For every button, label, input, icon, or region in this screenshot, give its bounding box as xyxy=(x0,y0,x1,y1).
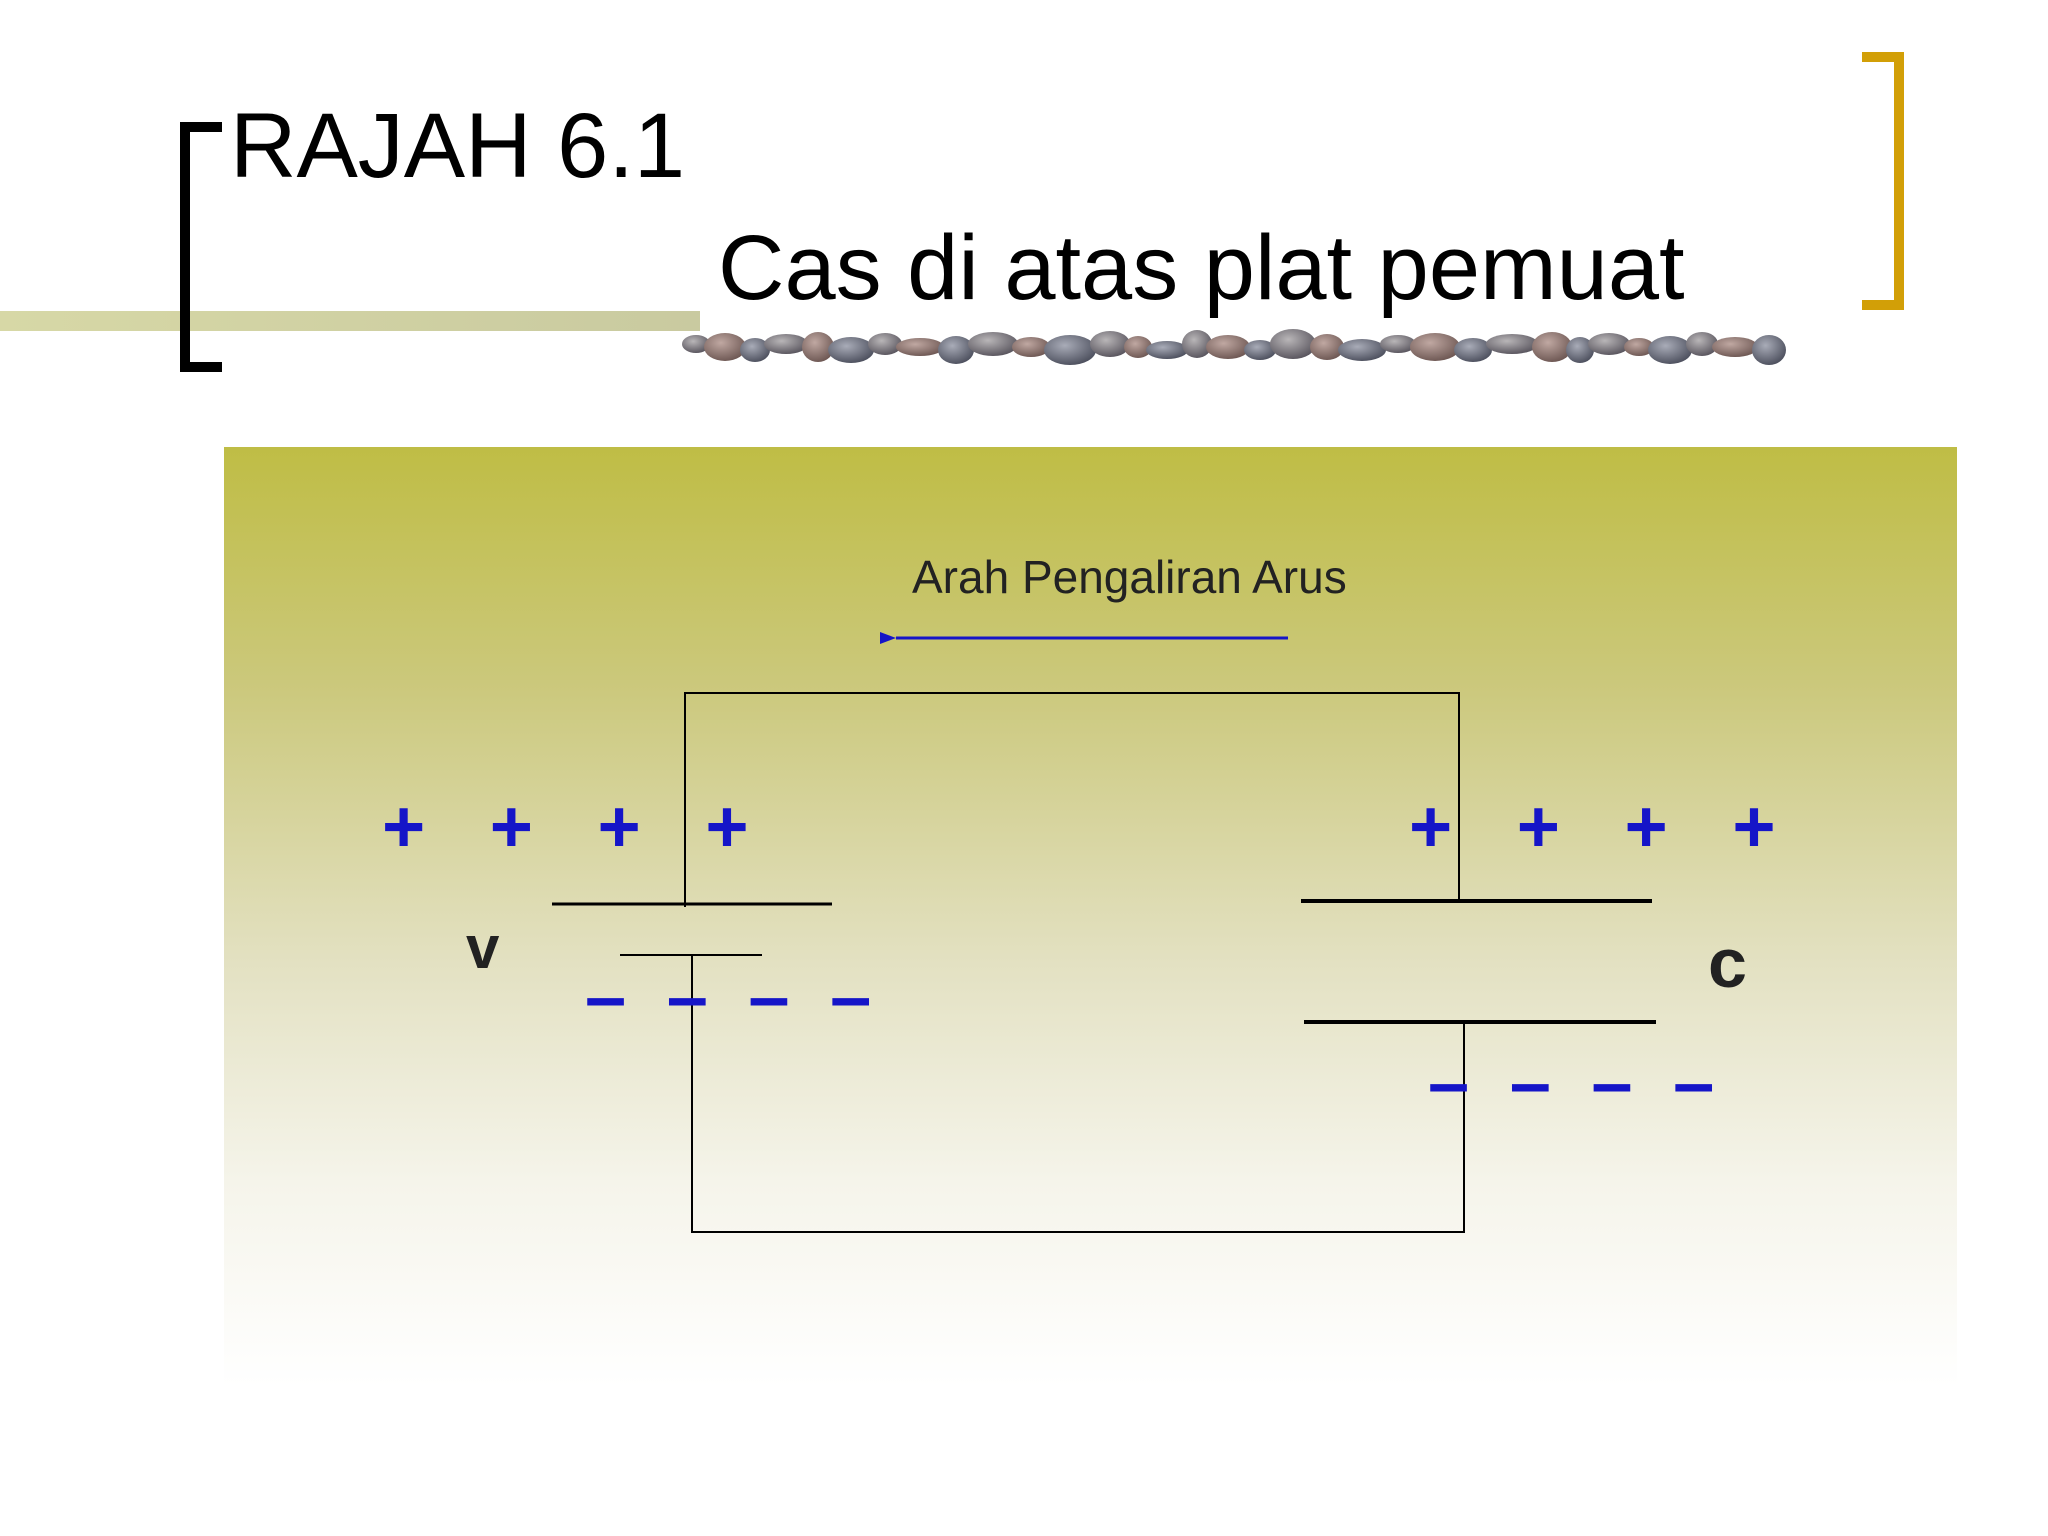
pebble xyxy=(1624,338,1654,356)
pebble xyxy=(1012,337,1050,357)
diagram-panel xyxy=(224,447,1957,1387)
pebble xyxy=(1410,333,1460,361)
pebble xyxy=(764,334,808,354)
pebble xyxy=(828,337,874,363)
capacitor-negative-charges: – – – – xyxy=(1428,1041,1725,1124)
pebble xyxy=(1486,334,1538,354)
pebble xyxy=(1124,336,1152,358)
pebble xyxy=(968,332,1018,356)
pebble xyxy=(1244,340,1276,360)
pebble xyxy=(938,336,974,364)
battery-label: v xyxy=(466,914,500,981)
pebble xyxy=(1090,331,1130,357)
right-bracket xyxy=(1862,52,1904,310)
pebble xyxy=(1206,335,1250,359)
left-bracket xyxy=(180,122,222,372)
pebble xyxy=(1454,338,1492,362)
pebble xyxy=(1044,335,1096,365)
pebble xyxy=(1338,339,1386,361)
current-direction-label: Arah Pengaliran Arus xyxy=(912,551,1347,603)
slide-subtitle: Cas di atas plat pemuat xyxy=(718,217,1685,319)
pebble xyxy=(704,333,746,361)
pebble xyxy=(1588,333,1630,355)
pebble xyxy=(1270,329,1316,359)
pebble xyxy=(868,333,902,355)
pebble xyxy=(1380,335,1416,353)
pebble xyxy=(1566,337,1594,363)
pebble xyxy=(682,335,710,353)
pebble-border-decoration xyxy=(682,329,1786,365)
pebble xyxy=(1648,336,1692,364)
pebble xyxy=(1686,332,1718,356)
pebble xyxy=(802,332,834,362)
pebble xyxy=(1146,341,1188,359)
pebble xyxy=(896,338,944,356)
capacitor-label: c xyxy=(1708,924,1747,1002)
pebble xyxy=(1532,332,1572,362)
capacitor-positive-charges: + + + + xyxy=(1409,785,1798,868)
pebble xyxy=(1712,337,1758,357)
bottom-wire xyxy=(691,956,1465,1233)
pebble xyxy=(1310,334,1344,360)
battery-negative-charges: – – – – xyxy=(585,955,882,1038)
pebble xyxy=(1752,335,1786,365)
pebble xyxy=(740,338,770,362)
decorative-bar xyxy=(0,311,700,331)
battery-positive-charges: + + + + xyxy=(382,785,771,868)
slide-title: RAJAH 6.1 xyxy=(230,95,686,197)
pebble xyxy=(1182,330,1212,358)
top-wire xyxy=(684,692,1460,907)
